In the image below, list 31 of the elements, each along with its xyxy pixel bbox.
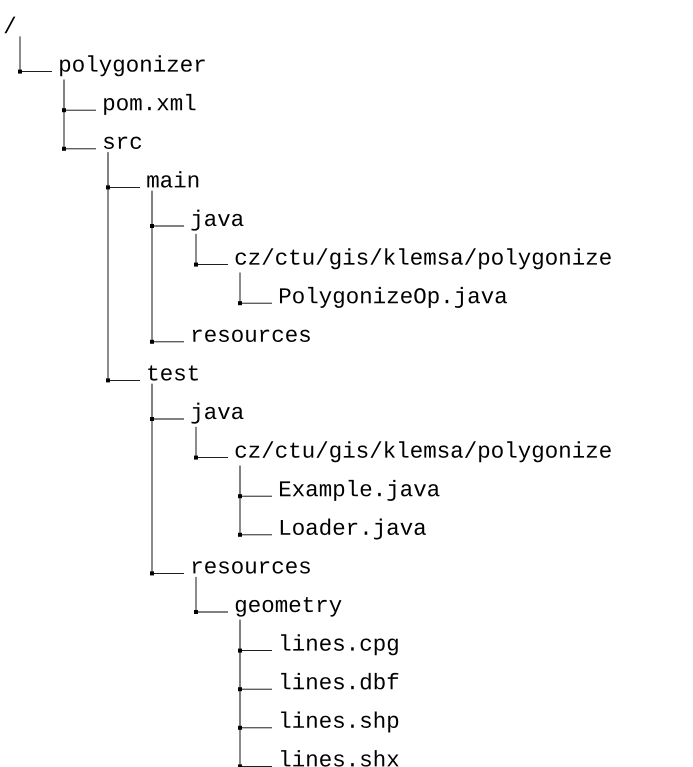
tree-connector <box>18 36 52 74</box>
folder-label: PolygonizeOp.java <box>280 286 507 308</box>
folder-label: resources <box>192 330 310 342</box>
tree-connector <box>238 619 272 767</box>
folder-label: java <box>192 210 244 231</box>
folder-label: src <box>104 136 142 149</box>
tree-connector <box>194 426 228 460</box>
folder-label: lines.dbf <box>281 672 398 690</box>
folder-label: main <box>147 171 198 188</box>
folder-label: lines.cpg <box>281 634 398 656</box>
tree-connector <box>150 190 184 344</box>
folder-label: cz/ctu/gis/klemsa/polygonize <box>236 248 611 270</box>
folder-label: resources <box>192 561 310 574</box>
tree-connector <box>62 79 96 151</box>
folder-label: lines.shp <box>281 711 398 732</box>
folder-label: test <box>148 365 198 381</box>
tree-connector <box>150 383 184 576</box>
folder-label: polygonizer <box>60 55 205 76</box>
folder-label: geometry <box>236 597 342 617</box>
tree-connector <box>194 576 228 614</box>
folder-label: Example.java <box>280 480 440 501</box>
folder-label: cz/ctu/gis/klemsa/polygonize <box>236 441 611 462</box>
tree-connector <box>106 152 140 382</box>
folder-label: pom.xml <box>104 94 196 115</box>
folder-label: Loader.java <box>280 518 426 540</box>
tree-connector <box>238 465 272 537</box>
folder-label: / <box>4 16 16 34</box>
folder-label: lines.shx <box>281 750 399 767</box>
tree-connector <box>238 272 272 306</box>
folder-label: java <box>192 402 244 424</box>
tree-connector <box>194 233 228 267</box>
